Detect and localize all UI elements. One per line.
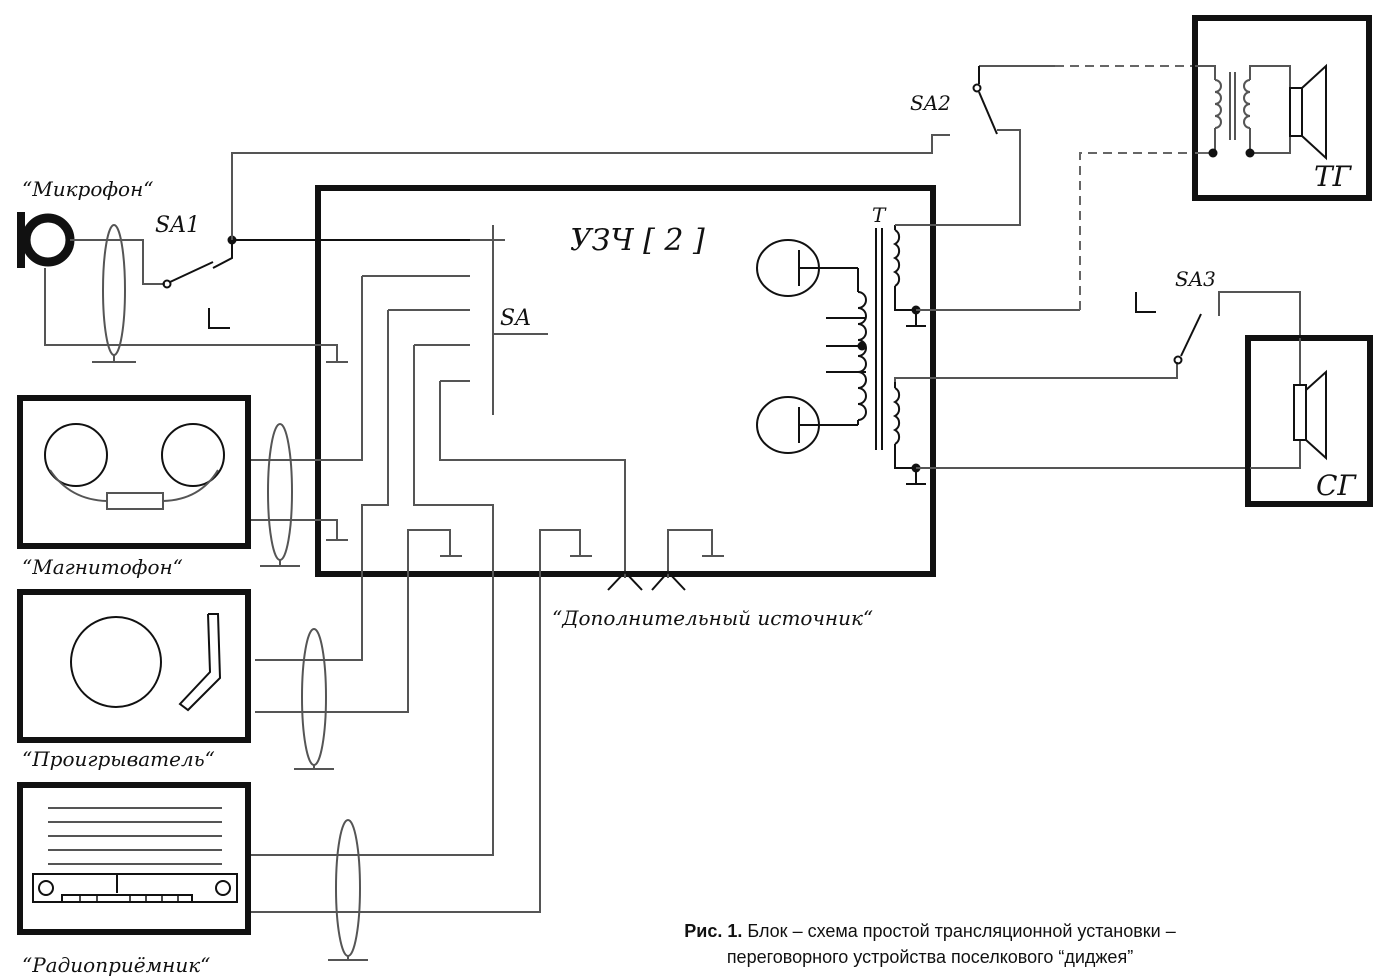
mic-cable-shield <box>92 224 136 363</box>
switch-sa3-label: SA3 <box>1175 267 1216 291</box>
caption-line-2: переговорного устройства поселкового “ди… <box>726 947 1134 967</box>
output-tube-upper <box>756 239 858 297</box>
caption-line-1: Рис. 1. Блок – схема простой трансляцион… <box>560 918 1300 944</box>
figure-caption: Рис. 1. Блок – схема простой трансляцион… <box>560 918 1300 970</box>
speaker-tg <box>1192 15 1372 201</box>
transformer-label: T <box>872 203 887 227</box>
sa1-to-sa2-wire <box>231 134 950 240</box>
switch-sa1-label: SA1 <box>155 213 200 238</box>
extra-source-connector <box>607 570 686 591</box>
switch-sa2-label: SA2 <box>910 91 951 115</box>
speaker-tg-label: ТГ <box>1314 160 1353 193</box>
radio-receiver <box>17 782 251 935</box>
output-tube-lower <box>756 396 858 454</box>
caption-text-1: Блок – схема простой трансляционной уста… <box>742 921 1176 941</box>
output-wiring <box>894 65 1301 469</box>
caption-prefix: Рис. 1. <box>684 921 743 941</box>
player-cable-shield <box>294 628 334 770</box>
input-wiring <box>44 268 724 913</box>
microphone <box>17 212 165 285</box>
tape-cable-shield <box>260 423 300 567</box>
output-transformer <box>826 225 926 485</box>
switch-sa1 <box>162 240 233 329</box>
dashed-wiring <box>1055 65 1195 310</box>
player-label: “Проигрыватель“ <box>22 747 215 771</box>
tape-recorder-label: “Магнитофон“ <box>22 555 183 579</box>
radio-cable-shield <box>328 819 368 961</box>
radio-label: “Радиоприёмник“ <box>22 953 210 976</box>
tape-recorder <box>17 395 251 549</box>
speaker-sg-label: СГ <box>1316 469 1357 502</box>
switch-sa2 <box>972 66 998 135</box>
transformer-center-tap-dot <box>857 341 867 351</box>
speaker-sg <box>1245 335 1373 507</box>
switch-sa3 <box>1135 292 1202 365</box>
record-player <box>17 589 251 743</box>
amplifier-label: УЗЧ [ 2 ] <box>570 223 705 258</box>
microphone-label: “Микрофон“ <box>22 177 153 201</box>
extra-source-label: “Дополнительный источник“ <box>552 606 873 630</box>
switch-sa-label: SA <box>500 306 531 331</box>
selector-switch-sa <box>362 225 548 415</box>
